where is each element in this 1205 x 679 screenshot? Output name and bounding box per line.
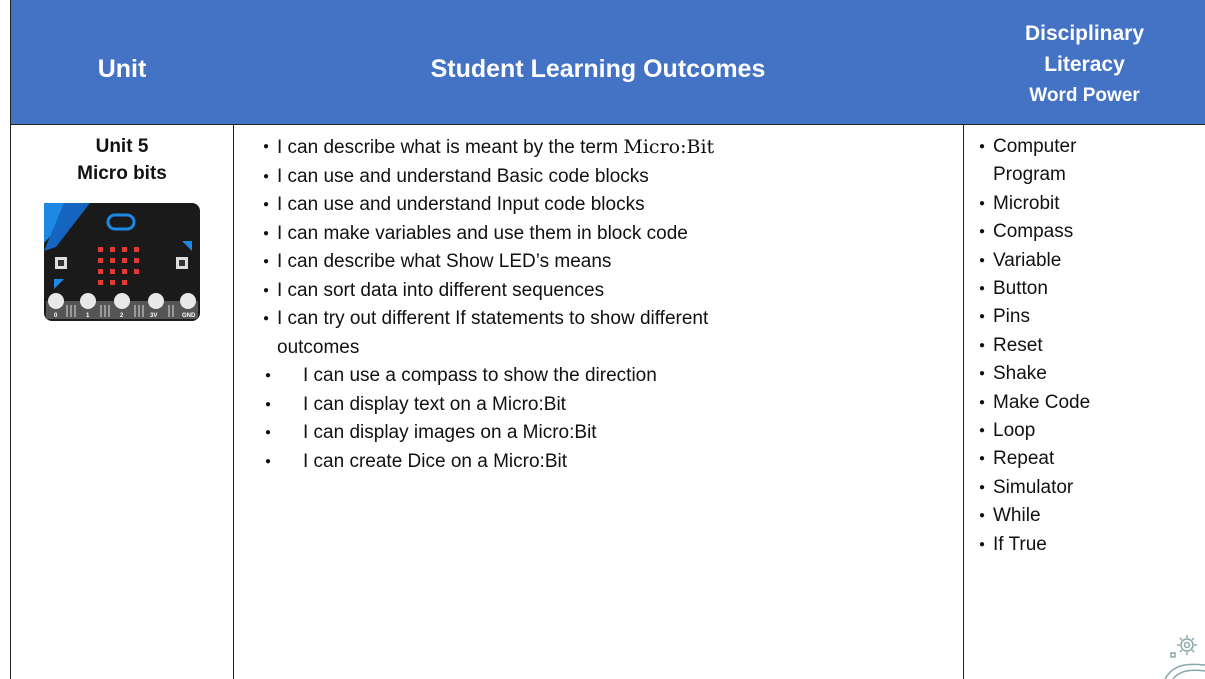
outcome-2: I can use and understand Basic code bloc… — [263, 163, 963, 192]
word-8: Shake — [979, 360, 1205, 389]
pin-label-0: 0 — [54, 313, 58, 319]
header-bottom-border — [11, 124, 1205, 125]
unit-cell: Unit 5 Micro bits — [11, 125, 233, 323]
outcome-7-line2: outcomes — [277, 336, 360, 358]
outcome-1-text: I can describe what is meant by the term — [277, 137, 624, 158]
outcome-7: I can try out different If statements to… — [263, 305, 963, 362]
word-13: While — [979, 502, 1205, 531]
gear-icon — [1164, 635, 1205, 679]
header-disciplinary-literacy: Disciplinary Literacy Word Power — [963, 0, 1205, 124]
header-literacy-line1: Disciplinary — [1024, 21, 1145, 45]
outcome-6: I can sort data into different sequences — [263, 277, 963, 306]
word-14: If True — [979, 531, 1205, 560]
outcome-7-line1: I can try out different If statements to… — [277, 308, 709, 329]
header-unit: Unit — [97, 54, 147, 83]
word-7: Reset — [979, 332, 1205, 361]
outcome-5: I can describe what Show LED’s means — [263, 248, 963, 277]
outcome-9: I can display text on a Micro:Bit — [263, 391, 963, 420]
microbit-board-image: 0 1 2 3V GND — [44, 203, 200, 321]
word-1-line2: Program — [993, 164, 1066, 186]
word-1: Computer Program — [979, 133, 1205, 190]
word-2: Microbit — [979, 190, 1205, 219]
column-divider-2 — [963, 124, 964, 679]
outcome-4: I can make variables and use them in blo… — [263, 220, 963, 249]
word-9: Make Code — [979, 389, 1205, 418]
word-1-line1: Computer — [993, 136, 1077, 157]
column-divider-1 — [233, 124, 234, 679]
header-literacy-line2: Literacy — [1044, 52, 1125, 76]
unit-number: Unit 5 — [95, 136, 149, 157]
table-header-row: Unit Student Learning Outcomes Disciplin… — [11, 0, 1205, 124]
pin-label-3v: 3V — [150, 313, 157, 319]
outcome-3: I can use and understand Input code bloc… — [263, 191, 963, 220]
pin-label-1: 1 — [86, 313, 90, 319]
unit-title: Micro bits — [77, 163, 167, 184]
word-5: Button — [979, 275, 1205, 304]
word-11: Repeat — [979, 445, 1205, 474]
word-4: Variable — [979, 247, 1205, 276]
word-10: Loop — [979, 417, 1205, 446]
outcome-10: I can display images on a Micro:Bit — [263, 419, 963, 448]
word-power-cell: Computer Program Microbit Compass Variab… — [963, 125, 1205, 560]
header-literacy-line3: Word Power — [1029, 84, 1140, 106]
outcome-8: I can use a compass to show the directio… — [263, 362, 963, 391]
outcome-1: I can describe what is meant by the term… — [263, 133, 963, 163]
word-6: Pins — [979, 303, 1205, 332]
curriculum-table: Unit Student Learning Outcomes Disciplin… — [10, 0, 1205, 679]
header-learning-outcomes: Student Learning Outcomes — [430, 54, 766, 83]
word-12: Simulator — [979, 474, 1205, 503]
outcome-11: I can create Dice on a Micro:Bit — [263, 448, 963, 477]
word-3: Compass — [979, 218, 1205, 247]
outcome-1-term: Micro:Bit — [623, 136, 715, 158]
pin-label-2: 2 — [120, 313, 124, 319]
pin-label-gnd: GND — [182, 313, 196, 319]
learning-outcomes-cell: I can describe what is meant by the term… — [233, 125, 963, 476]
